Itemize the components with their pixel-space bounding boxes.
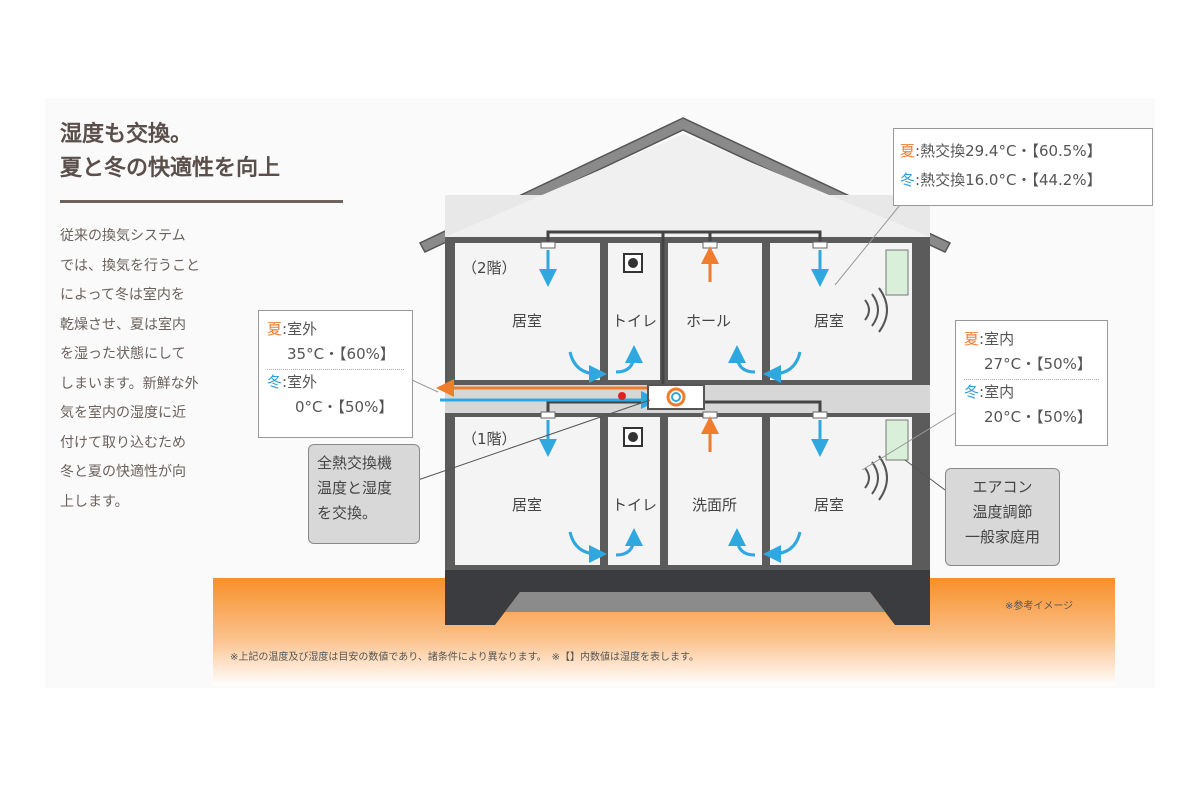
reference-note: ※参考イメージ [1005, 601, 1074, 612]
description-line: 従来の換気システム [60, 228, 186, 244]
description-line: を湿った状態にして [60, 346, 186, 362]
description-line: 気を室内の湿度に近 [60, 405, 186, 421]
rooms-1f [455, 417, 912, 565]
summer-location: :室内 [979, 330, 1015, 348]
description-line: によって冬は室内を [60, 287, 185, 303]
aircon-label-box: エアコン 温度調節 一般家庭用 [945, 468, 1060, 566]
summer-label: 夏 [900, 142, 916, 160]
aircon-2f-icon [885, 249, 909, 296]
floor-label-2f: （2階） [462, 259, 517, 277]
aircon-1f-icon [885, 419, 909, 461]
roof [418, 117, 952, 253]
summer-value: :熱交換29.4°C・【60.5%】 [915, 142, 1102, 160]
title-divider [60, 200, 343, 203]
summer-location: :室外 [282, 320, 318, 338]
winter-label: 冬 [964, 383, 980, 401]
summer-value: 35°C・【60%】 [267, 342, 404, 370]
footnote: ※上記の温度及び湿度は目安の数値であり、諸条件により異なります。 ※【】内数値は… [230, 652, 700, 663]
description-line: 付けて取り込むため [60, 434, 186, 451]
aircon-label-line: エアコン [972, 478, 1033, 496]
toilet-fan-icon [623, 427, 643, 447]
callout-outdoor: 夏:室外 35°C・【60%】 冬:室外 0°C・【50%】 [258, 310, 413, 438]
exchanger-label-line: を交換。 [317, 504, 378, 522]
winter-value: :熱交換16.0°C・【44.2%】 [915, 171, 1102, 189]
winter-location: :室外 [282, 373, 318, 391]
description-line: 冬と夏の快適性が向 [60, 464, 186, 480]
title-line-1: 湿度も交換。 [60, 122, 193, 147]
description-line: 上します。 [60, 493, 129, 510]
exchanger-label-line: 温度と湿度 [317, 479, 393, 497]
room-label: 洗面所 [692, 496, 738, 514]
foundation [445, 570, 930, 625]
winter-location: :室内 [979, 383, 1015, 401]
callout-heat-exchange: 夏:熱交換29.4°C・【60.5%】 冬:熱交換16.0°C・【44.2%】 [893, 128, 1153, 206]
description-line: では、換気を行うこと [60, 257, 200, 274]
aircon-label-line: 一般家庭用 [964, 528, 1040, 546]
room-label: トイレ [612, 496, 658, 514]
room-label: 居室 [814, 312, 845, 330]
aircon-label-line: 温度調節 [972, 503, 1033, 521]
title-line-2: 夏と冬の快適性を向上 [60, 156, 281, 181]
page-title: 湿度も交換。夏と冬の快適性を向上 [60, 118, 280, 186]
winter-label: 冬 [900, 171, 916, 189]
summer-label: 夏 [267, 320, 283, 338]
description-line: 乾燥させ、夏は室内 [60, 316, 186, 333]
summer-label: 夏 [964, 330, 980, 348]
room-label: 居室 [512, 312, 543, 330]
exchanger-label-box: 全熱交換機 温度と湿度 を交換。 [308, 444, 420, 544]
description-line: しまいます。新鮮な外 [60, 375, 199, 392]
floor-label-1f: （1階） [462, 430, 517, 448]
room-label: 居室 [814, 496, 845, 514]
winter-value: 20°C・【50%】 [984, 408, 1092, 426]
room-label: ホール [686, 312, 732, 330]
winter-value: 0°C・【50%】 [295, 398, 394, 416]
toilet-fan-icon [623, 253, 643, 273]
callout-indoor: 夏:室内 27°C・【50%】 冬:室内 20°C・【50%】 [955, 320, 1108, 446]
room-label: トイレ [612, 312, 658, 330]
room-label: 居室 [512, 496, 543, 514]
winter-label: 冬 [267, 373, 283, 391]
description: 従来の換気システム では、換気を行うこと によって冬は室内を 乾燥させ、夏は室内… [60, 222, 200, 517]
aircon-airflow-icon [864, 287, 888, 501]
exchanger-label-line: 全熱交換機 [317, 454, 393, 472]
summer-value: 27°C・【50%】 [964, 352, 1099, 380]
